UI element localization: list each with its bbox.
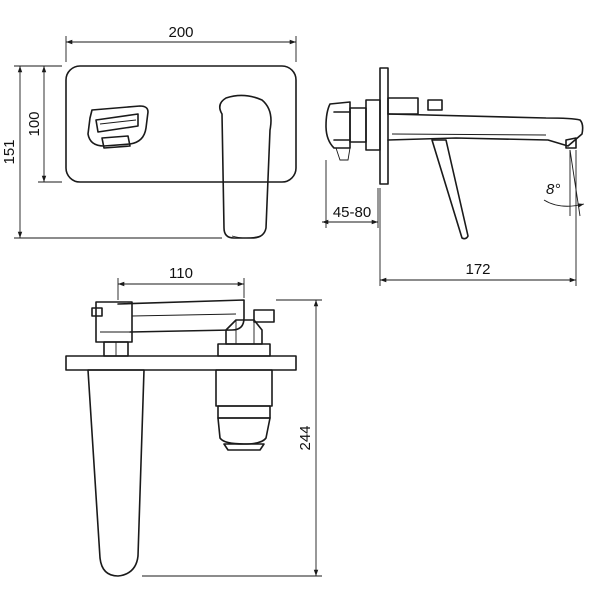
dimension-plate-width: 200 [65,24,297,62]
body-cylinder [215,369,273,407]
spout [387,113,584,147]
diverter-knob [87,105,149,149]
lever-handle-side [431,139,469,240]
body-tip [223,443,265,451]
rear-knob [325,101,367,161]
aerator [565,137,577,149]
spout-arm-line [131,313,237,317]
spout-collar [387,97,419,115]
dimension-overall-height: 151 [1,65,222,239]
body-cap [217,417,271,445]
side-view: 45-80 172 8° [322,67,585,286]
dimension-total-depth: 244 [142,299,322,577]
wall-plate [65,65,297,183]
wall-flange [379,67,389,185]
valve-body [365,99,381,151]
label-spout-length: 172 [465,261,490,278]
lever-handle-front [218,94,272,239]
diverter-knob-top [91,301,133,357]
top-view: 110 244 [65,265,322,577]
front-view: 200 100 151 [1,24,297,239]
lever-handle-top [87,369,145,577]
label-spout-angle: 8° [546,181,560,198]
label-wall-depth: 45-80 [333,204,371,221]
body-ring [217,405,271,419]
label-plate-width: 200 [168,24,193,41]
right-stub [253,309,275,323]
dimension-spout-length: 172 [379,150,577,286]
plate-edge [65,355,297,371]
label-total-depth: 244 [297,425,314,450]
spout-cap [427,99,443,111]
lever-base-line [231,235,261,239]
dimension-wall-depth: 45-80 [322,160,379,228]
spout-arm [117,299,245,333]
label-lever-offset: 110 [169,265,193,282]
spout-inner-line [391,133,547,136]
dimension-lever-offset: 110 [117,265,245,300]
dimension-spout-angle: 8° [543,149,585,217]
dimension-plate-height: 100 [26,65,62,183]
label-overall-height: 151 [1,139,18,164]
label-plate-height: 100 [26,111,43,136]
mounting-nut [217,319,271,357]
